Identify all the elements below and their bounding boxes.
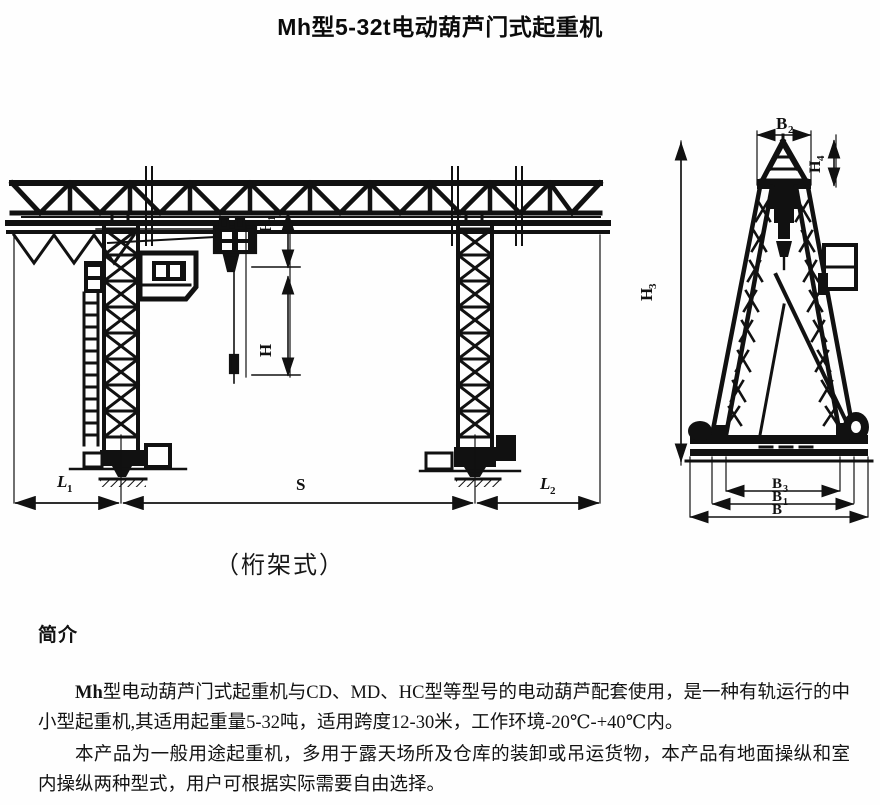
svg-text:3: 3 bbox=[647, 283, 659, 289]
svg-text:H: H bbox=[637, 288, 656, 301]
end-carriage-wheels bbox=[688, 412, 869, 442]
svg-text:H: H bbox=[807, 160, 824, 173]
svg-text:2: 2 bbox=[550, 485, 556, 497]
left-travel-bogie bbox=[68, 443, 188, 477]
svg-text:1: 1 bbox=[67, 483, 73, 495]
dim-label-B2: B 2 bbox=[776, 114, 794, 136]
end-view-group bbox=[674, 128, 874, 524]
svg-text:1: 1 bbox=[266, 216, 278, 222]
svg-text:L: L bbox=[56, 472, 67, 491]
hoist-trolley bbox=[212, 216, 258, 384]
dim-label-H: H bbox=[256, 344, 275, 357]
right-travel-bogie bbox=[418, 435, 522, 477]
svg-text:1: 1 bbox=[783, 497, 788, 508]
figure-caption: （桁架式） bbox=[215, 553, 345, 579]
paragraph-1: Mh型电动葫芦门式起重机与CD、MD、HC型等型号的电动葫芦配套使用，是一种有轨… bbox=[38, 678, 850, 738]
dim-label-H3: H 3 bbox=[637, 283, 659, 301]
svg-text:B: B bbox=[772, 489, 782, 505]
svg-text:2: 2 bbox=[788, 124, 794, 136]
dim-label-B3: B 3 bbox=[772, 476, 788, 495]
operator-cabin bbox=[137, 250, 199, 302]
technical-drawing: L 1 S L 2 H 1 H B bbox=[0, 105, 880, 535]
svg-text:B: B bbox=[772, 502, 782, 518]
section-heading: 简介 bbox=[38, 625, 79, 646]
access-ladder bbox=[82, 291, 100, 447]
end-view-hoist bbox=[770, 189, 798, 271]
paragraph-2: 本产品为一般用途起重机，多用于露天场所及仓库的装卸或吊运货物，本产品有地面操纵和… bbox=[38, 745, 850, 795]
paragraph-lead-bold: Mh bbox=[75, 683, 103, 703]
front-view-group bbox=[5, 166, 611, 511]
dim-label-B1: B 1 bbox=[772, 489, 788, 508]
dim-label-L1: L 1 bbox=[56, 472, 73, 495]
dim-label-H1: H 1 bbox=[256, 216, 278, 234]
page-title: Mh型5-32t电动葫芦门式起重机 bbox=[277, 14, 603, 40]
electrical-cabinet bbox=[818, 243, 858, 295]
dim-label-B: B bbox=[772, 502, 782, 518]
right-leg bbox=[418, 211, 522, 487]
dim-label-H4: H 4 bbox=[807, 155, 827, 173]
dim-label-S: S bbox=[296, 475, 305, 494]
svg-text:H: H bbox=[256, 220, 275, 233]
intro-body-text: Mh型电动葫芦门式起重机与CD、MD、HC型等型号的电动葫芦配套使用，是一种有轨… bbox=[38, 678, 850, 802]
svg-text:3: 3 bbox=[783, 484, 788, 495]
svg-text:L: L bbox=[539, 474, 550, 493]
paragraph-1-text: 型电动葫芦门式起重机与CD、MD、HC型等型号的电动葫芦配套使用，是一种有轨运行… bbox=[38, 683, 850, 733]
svg-text:S: S bbox=[296, 475, 305, 494]
left-leg bbox=[68, 211, 199, 487]
svg-text:4: 4 bbox=[815, 155, 827, 161]
dim-label-L2: L 2 bbox=[539, 474, 556, 497]
svg-text:H: H bbox=[256, 344, 275, 357]
svg-text:B: B bbox=[776, 114, 787, 133]
svg-text:B: B bbox=[772, 476, 782, 492]
